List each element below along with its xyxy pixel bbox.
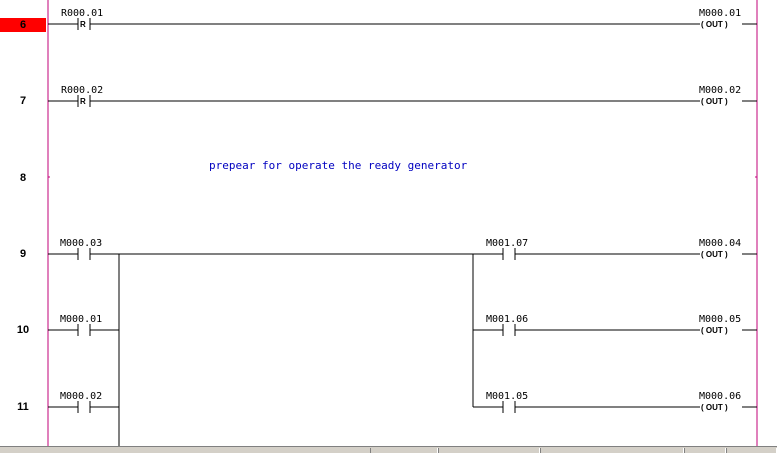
contact-label: M001.05 (486, 391, 529, 402)
coil-label: M000.02 (699, 85, 742, 96)
rung-number-8[interactable]: 8 (19, 172, 27, 184)
reset-contact-mark: R (80, 20, 86, 29)
rung-number-6[interactable]: 6 (0, 18, 46, 32)
output-coil[interactable]: ( OUT ) (700, 250, 729, 259)
rung-7[interactable] (48, 95, 757, 107)
contact-label: R000.02 (61, 85, 104, 96)
output-coil[interactable]: ( OUT ) (700, 97, 729, 106)
coil-label: M000.05 (699, 314, 742, 325)
status-bar-segment (540, 448, 684, 453)
contact-label: M001.06 (486, 314, 529, 325)
rung-comment: prepear for operate the ready generator (209, 159, 468, 172)
rung-11[interactable] (48, 401, 757, 413)
rung-number-11[interactable]: 11 (17, 401, 29, 413)
status-bar-segment (438, 448, 540, 453)
status-bar-segment (370, 448, 438, 453)
status-bar-segment (726, 448, 777, 453)
rung-9[interactable] (48, 248, 757, 260)
contact-label: M001.07 (486, 238, 529, 249)
output-coil[interactable]: ( OUT ) (700, 403, 729, 412)
reset-contact-mark: R (80, 97, 86, 106)
rung-10[interactable] (48, 324, 757, 336)
contact-label: M000.02 (60, 391, 103, 402)
coil-label: M000.01 (699, 8, 742, 19)
coil-label: M000.06 (699, 391, 742, 402)
output-coil[interactable]: ( OUT ) (700, 20, 729, 29)
rung-6[interactable] (48, 18, 757, 30)
contact-label: M000.03 (60, 238, 103, 249)
coil-label: M000.04 (699, 238, 742, 249)
status-bar-segment (684, 448, 726, 453)
contact-label: R000.01 (61, 8, 104, 19)
contact-label: M000.01 (60, 314, 103, 325)
output-coil[interactable]: ( OUT ) (700, 326, 729, 335)
rung-number-9[interactable]: 9 (19, 248, 27, 260)
rung-number-10[interactable]: 10 (16, 324, 30, 336)
rung-number-7[interactable]: 7 (19, 95, 27, 107)
